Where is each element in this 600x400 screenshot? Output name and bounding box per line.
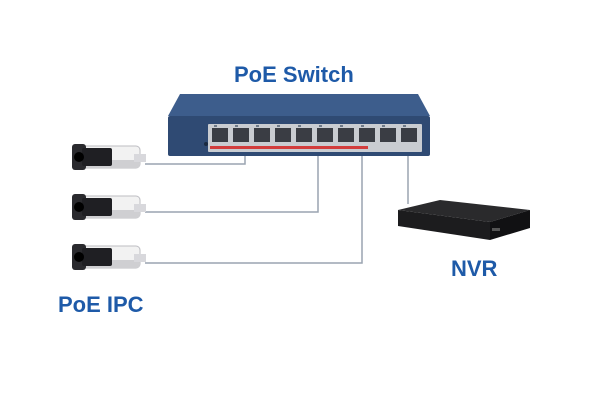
switch-port <box>275 128 291 142</box>
switch-port <box>317 128 333 142</box>
port-led <box>214 125 217 127</box>
port-led <box>382 125 385 127</box>
camera-front-band <box>82 148 112 166</box>
nvr-label: NVR <box>451 256 498 281</box>
cable-camera-3 <box>145 150 363 264</box>
camera-lens <box>74 252 84 262</box>
poe-ipc-label: PoE IPC <box>58 292 144 317</box>
nvr-top-face <box>398 200 530 222</box>
camera-lens <box>74 152 84 162</box>
camera-mount <box>134 154 146 162</box>
poe-ipc-camera-3 <box>72 244 146 270</box>
switch-port <box>338 128 354 142</box>
camera-mount <box>134 254 146 262</box>
port-led <box>319 125 322 127</box>
port-led <box>340 125 343 127</box>
port-led <box>403 125 406 127</box>
port-led <box>298 125 301 127</box>
poe-switch <box>168 94 430 156</box>
camera-lens <box>74 202 84 212</box>
nvr-light <box>492 228 500 231</box>
switch-port <box>212 128 228 142</box>
switch-top-face <box>168 94 430 116</box>
camera-front-band <box>82 198 112 216</box>
switch-port <box>254 128 270 142</box>
camera-mount <box>134 204 146 212</box>
cables <box>145 150 409 264</box>
switch-power-light <box>204 142 208 146</box>
poe-switch-label: PoE Switch <box>234 62 354 87</box>
switch-port <box>359 128 375 142</box>
poe-ipc-camera-2 <box>72 194 146 220</box>
poe-indicator-stripe <box>210 146 368 149</box>
switch-port <box>296 128 312 142</box>
switch-ports <box>212 125 417 142</box>
port-led <box>235 125 238 127</box>
port-led <box>277 125 280 127</box>
camera-front-band <box>82 248 112 266</box>
switch-port <box>233 128 249 142</box>
cable-camera-2 <box>145 150 319 213</box>
switch-port <box>380 128 396 142</box>
nvr-device <box>398 200 530 240</box>
nvr-side-face <box>490 210 530 240</box>
nvr-front-face <box>398 210 490 240</box>
switch-port <box>401 128 417 142</box>
poe-ipc-camera-1 <box>72 144 146 170</box>
port-led <box>361 125 364 127</box>
port-led <box>256 125 259 127</box>
